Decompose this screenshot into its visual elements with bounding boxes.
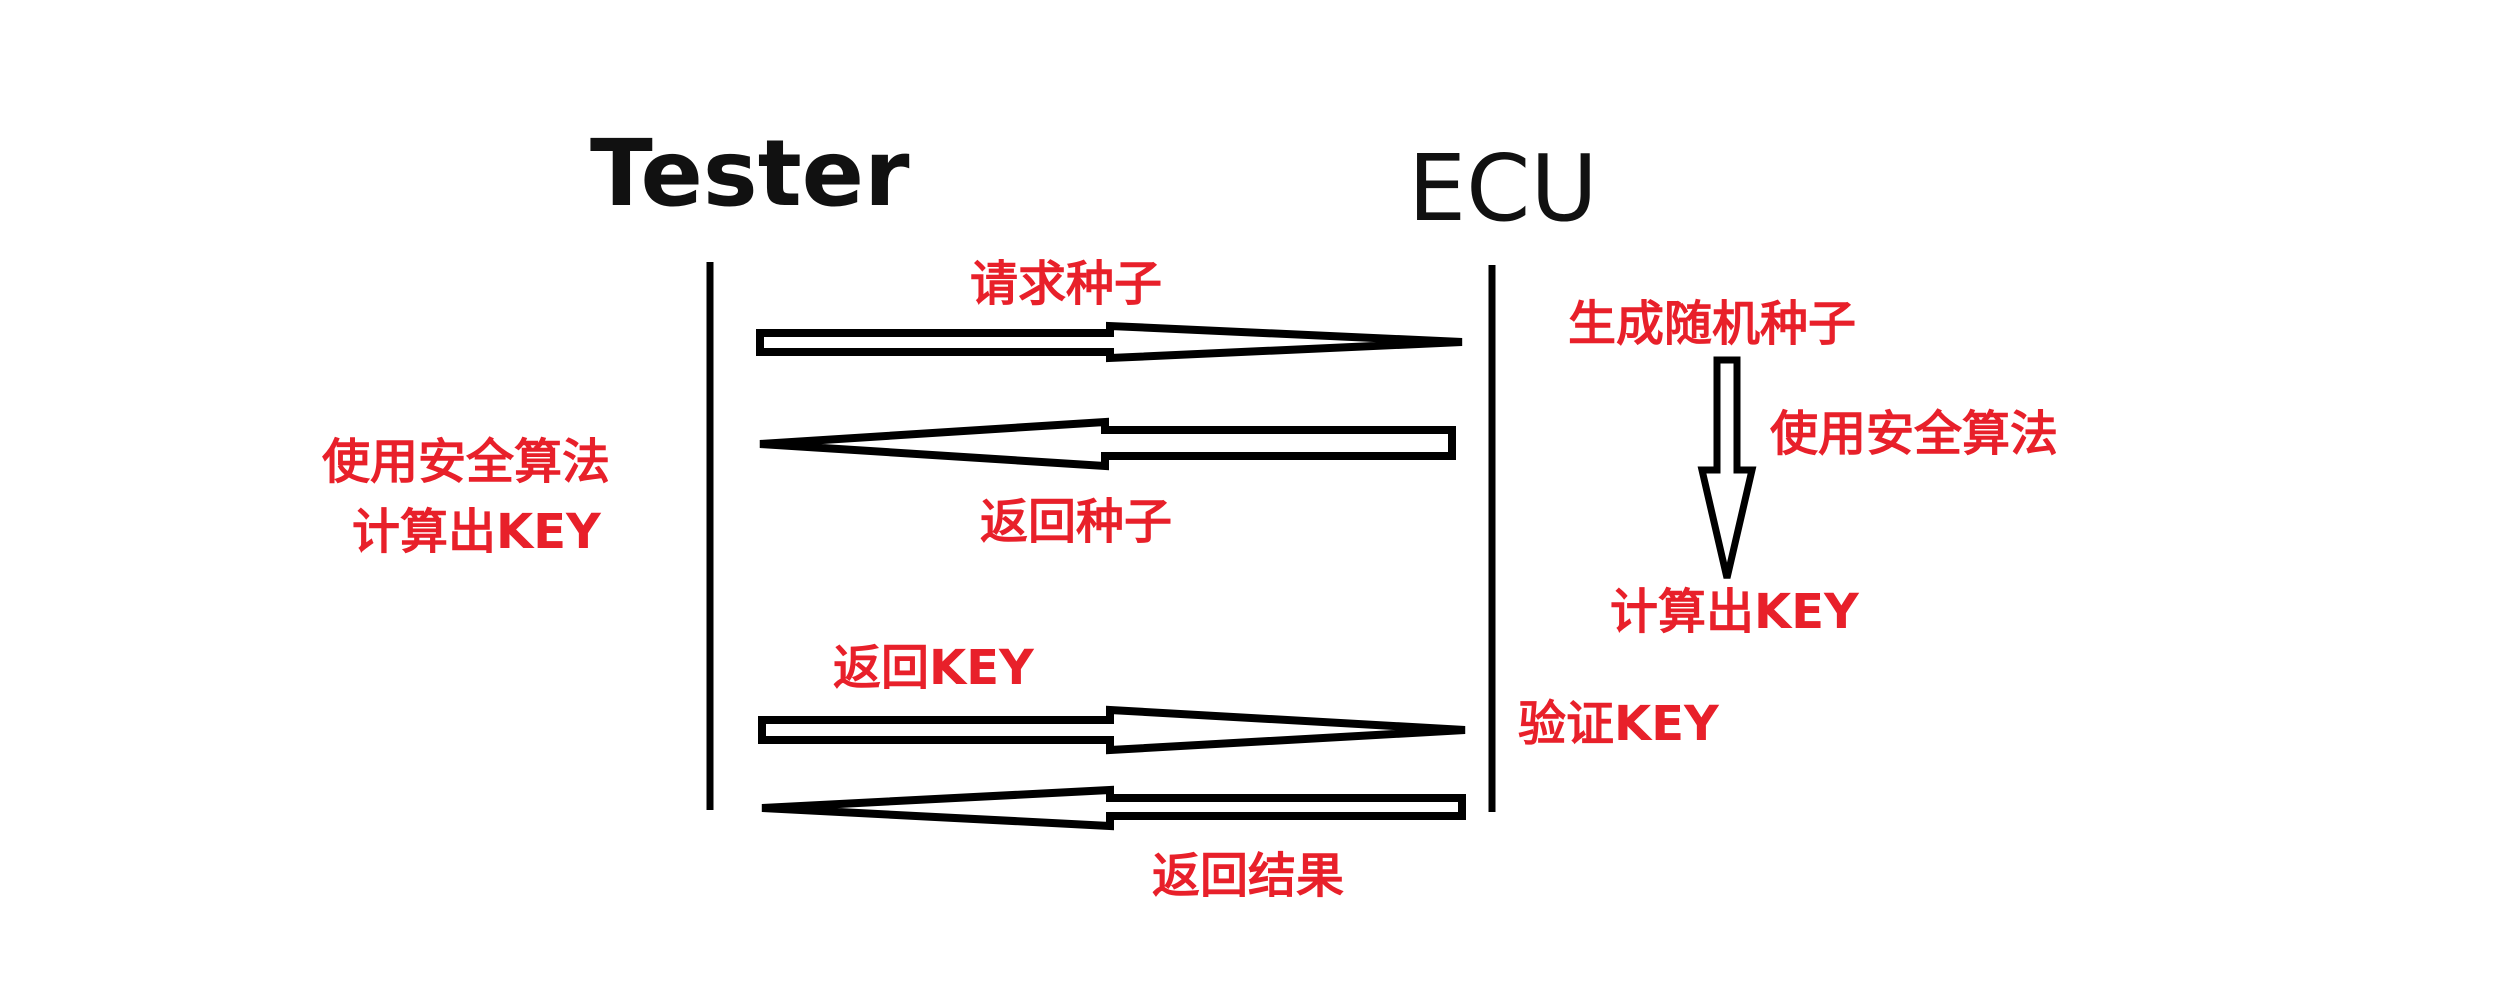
ecu-generate-seed-label: 生成随机种子: [1568, 296, 1856, 352]
ecu-verify-key-label: 验证KEY: [1518, 696, 1720, 752]
return-key-arrow: [758, 705, 1466, 755]
ecu-compute-key-label: 计算出KEY: [1610, 584, 1860, 640]
tester-algorithm-label: 使用安全算法: [322, 434, 610, 490]
tester-compute-key-label: 计算出KEY: [352, 504, 602, 560]
ecu-algorithm-label: 使用安全算法: [1770, 406, 2058, 462]
tester-title: Tester: [590, 120, 910, 227]
return-key-label: 返回KEY: [833, 640, 1035, 696]
ecu-compute-down-arrow: [1697, 356, 1757, 579]
return-result-arrow: [761, 785, 1466, 831]
return-seed-arrow: [759, 417, 1456, 471]
ecu-title: ECU: [1408, 135, 1598, 242]
return-result-label: 返回结果: [1152, 848, 1344, 904]
request-seed-arrow: [756, 321, 1463, 363]
return-seed-label: 返回种子: [980, 494, 1172, 550]
request-seed-label: 请求种子: [970, 256, 1162, 312]
